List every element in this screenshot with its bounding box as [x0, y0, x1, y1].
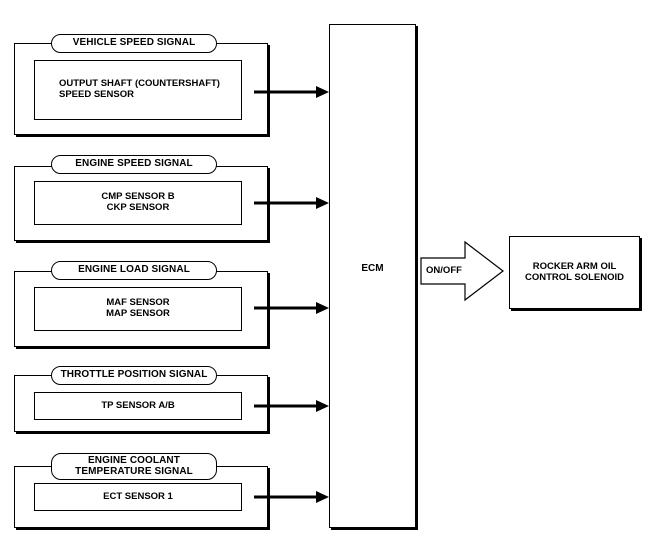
ect-sensor-box: ECT SENSOR 1 — [34, 483, 242, 511]
ecm-label: ECM — [361, 263, 384, 274]
input-arrow-engine-speed — [254, 197, 329, 209]
input-arrow-coolant-temperature — [254, 491, 329, 503]
tp-sensor-box: TP SENSOR A/B — [34, 392, 242, 420]
throttle-position-signal-label: THROTTLE POSITION SIGNAL — [51, 366, 217, 385]
input-arrow-vehicle-speed — [254, 86, 329, 98]
engine-speed-signal-label: ENGINE SPEED SIGNAL — [51, 155, 217, 174]
output-block-arrow — [420, 240, 504, 302]
vehicle-speed-signal-label: VEHICLE SPEED SIGNAL — [51, 34, 217, 53]
input-arrow-throttle-position — [254, 400, 329, 412]
cmp-ckp-sensor-box: CMP SENSOR B CKP SENSOR — [34, 181, 242, 225]
engine-load-signal-label: ENGINE LOAD SIGNAL — [51, 261, 217, 280]
ecm-box — [329, 24, 416, 528]
on-off-label: ON/OFF — [426, 265, 462, 276]
maf-map-sensor-box: MAF SENSOR MAP SENSOR — [34, 287, 242, 331]
rocker-arm-solenoid-box — [509, 236, 640, 309]
output-shaft-speed-sensor-box: OUTPUT SHAFT (COUNTERSHAFT) SPEED SENSOR — [34, 60, 242, 120]
input-arrow-engine-load — [254, 302, 329, 314]
rocker-arm-solenoid-label: ROCKER ARM OIL CONTROL SOLENOID — [524, 261, 625, 283]
engine-coolant-temperature-signal-label: ENGINE COOLANT TEMPERATURE SIGNAL — [51, 453, 217, 480]
